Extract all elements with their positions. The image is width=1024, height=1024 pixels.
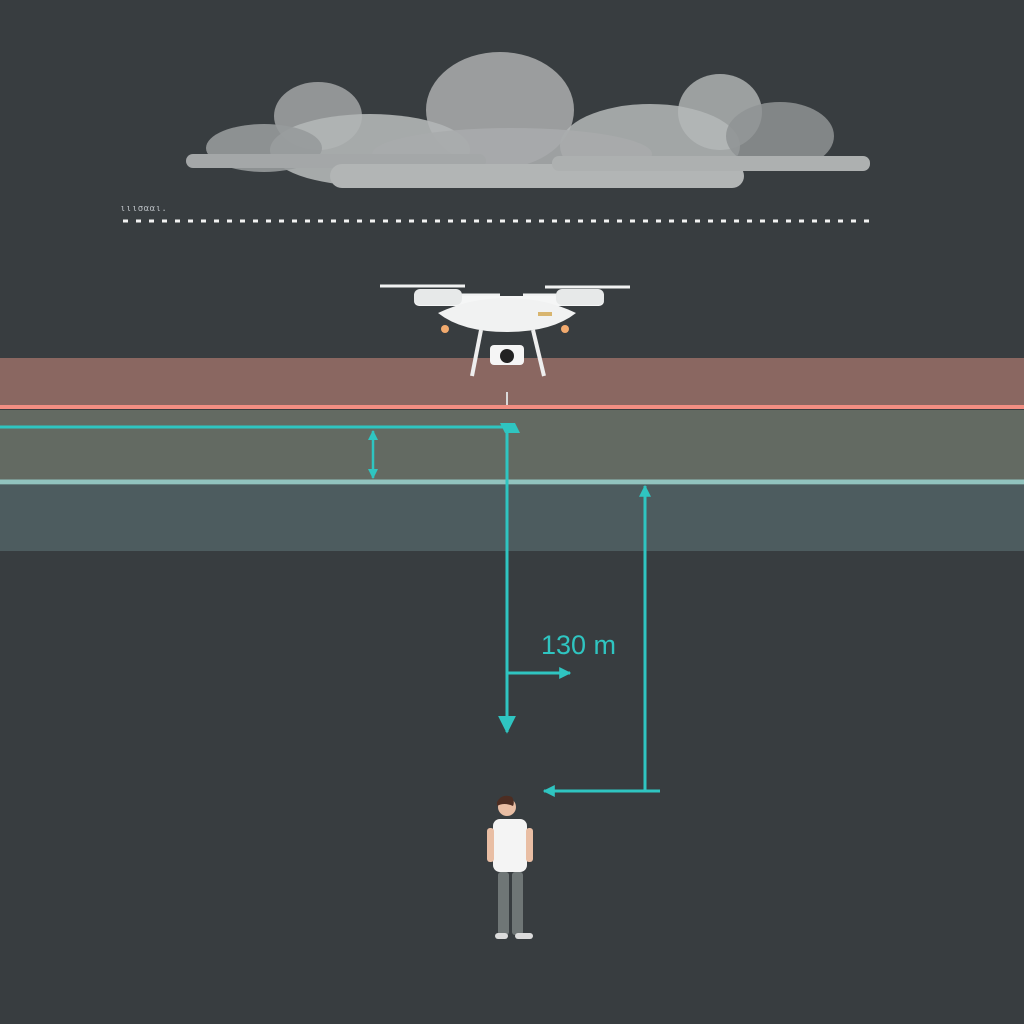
quadcopter-drone-icon bbox=[380, 284, 630, 405]
distance-label: 130 m bbox=[541, 630, 617, 660]
standing-person-icon bbox=[487, 795, 533, 939]
ceiling-zone bbox=[0, 410, 1024, 480]
restricted-zone bbox=[0, 358, 1024, 405]
measurement-lines bbox=[0, 423, 660, 797]
cloud-icon bbox=[186, 52, 870, 188]
scale-text: ιιισααι. bbox=[120, 204, 168, 214]
lower-zone bbox=[0, 485, 1024, 551]
drone-reference-pointer bbox=[500, 423, 520, 433]
